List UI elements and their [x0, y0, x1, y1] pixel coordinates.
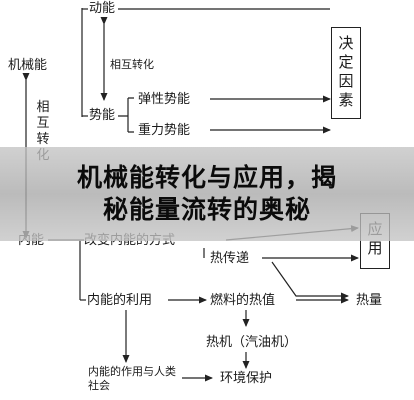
heat-transfer-to-heat-quantity-arrow: [271, 261, 349, 300]
heat-quantity-label: 热量: [356, 293, 383, 308]
elastic-potential-energy-label: 弹性势能: [138, 92, 191, 107]
banner-title-line-2: 秘能量流转的奥秘: [102, 195, 311, 224]
heat-transfer-label: 热传递: [210, 251, 250, 266]
heat-engine-label: 热机（汽油机）: [206, 335, 298, 350]
title-banner: 机械能转化与应用，揭 秘能量流转的奥秘: [0, 147, 414, 241]
root-mechanical-energy: 机械能: [8, 58, 48, 73]
potential-sub-bracket: [118, 97, 134, 133]
role-in-human-society-label: 内能的作用与人类社会: [88, 365, 176, 392]
environment-protection-label: 环境保护: [220, 371, 273, 386]
kinetic-energy-label: 动能: [89, 1, 116, 16]
potential-energy-label: 势能: [89, 108, 116, 123]
decides-factors-box: 决定因素: [331, 27, 361, 119]
banner-title-line-1: 机械能转化与应用，揭: [76, 163, 337, 192]
mutual-conversion-horizontal-label: 相互转化: [110, 58, 154, 71]
utilization-label: 内能的利用: [87, 293, 153, 308]
fuel-heat-value-label: 燃料的热值: [210, 293, 276, 308]
gravity-potential-energy-label: 重力势能: [138, 123, 191, 138]
